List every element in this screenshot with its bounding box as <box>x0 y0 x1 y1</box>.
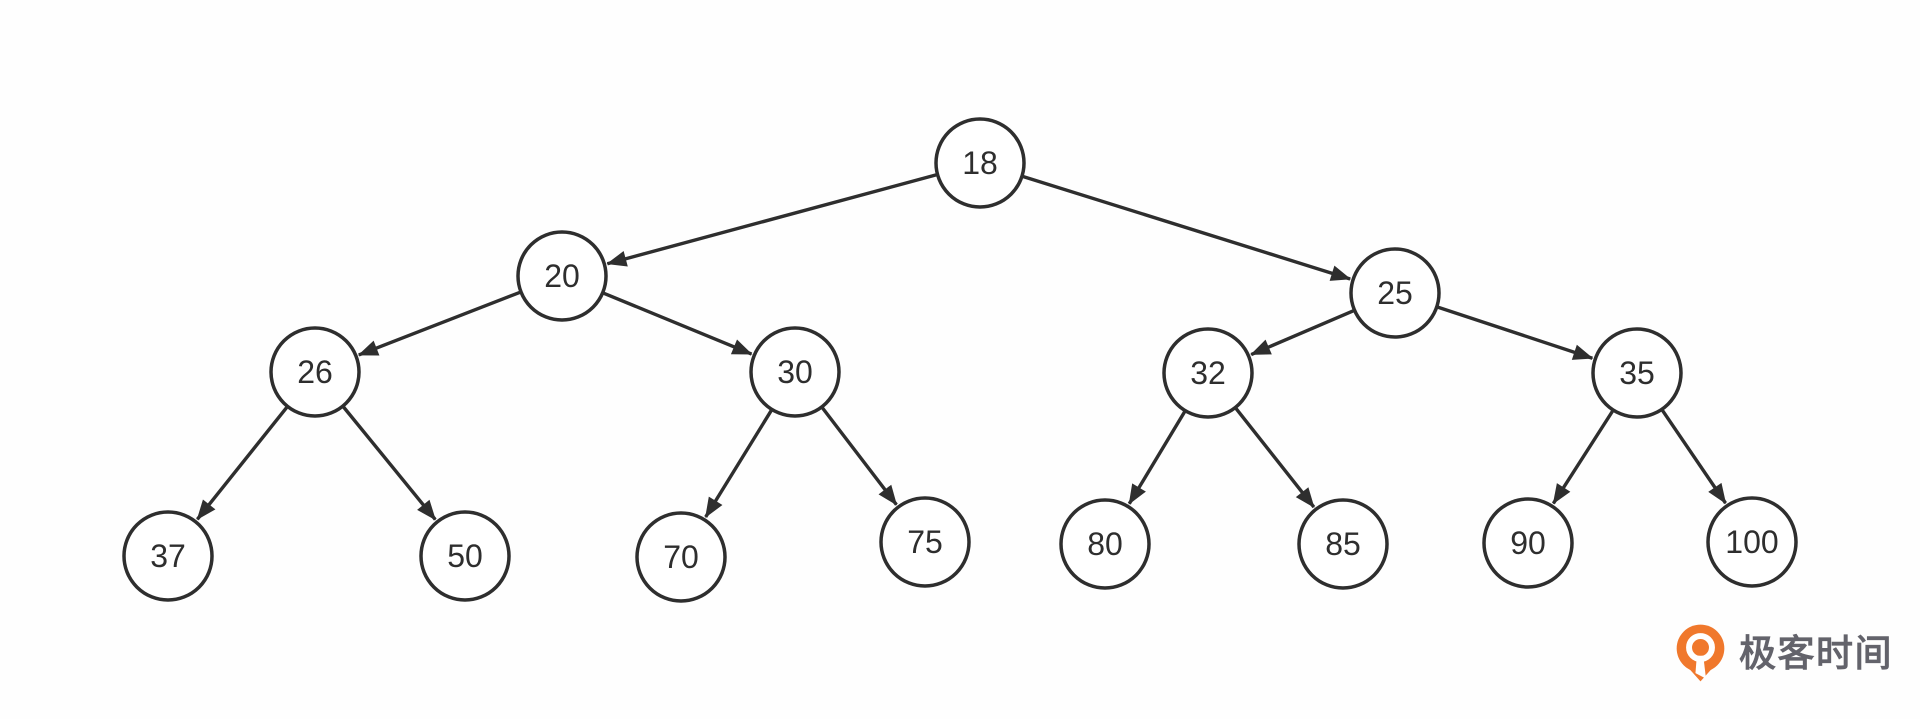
tree-node-18: 18 <box>934 117 1026 209</box>
tree-node-circle <box>269 326 361 418</box>
tree-edge-20-26 <box>357 290 521 357</box>
tree-node-30: 30 <box>749 326 841 418</box>
tree-edge-32-85 <box>1234 407 1316 509</box>
tree-edge-30-75 <box>820 406 898 506</box>
tree-edge-35-90 <box>1551 409 1615 505</box>
tree-node-circle <box>516 230 608 322</box>
tree-node-circle <box>635 511 727 603</box>
tree-node-label: 20 <box>544 258 580 294</box>
tree-node-26: 26 <box>269 326 361 418</box>
tree-node-label: 35 <box>1619 355 1655 391</box>
tree-node-label: 18 <box>962 145 998 181</box>
tree-edge-30-70 <box>704 409 773 518</box>
tree-node-circle <box>1297 498 1389 590</box>
tree-node-label: 32 <box>1190 355 1226 391</box>
tree-node-label: 50 <box>447 538 483 574</box>
tree-edge-25-32 <box>1250 309 1355 357</box>
tree-node-label: 80 <box>1087 526 1123 562</box>
tree-node-circle <box>1162 327 1254 419</box>
tree-node-100: 100 <box>1706 496 1798 588</box>
tree-node-label: 90 <box>1510 525 1546 561</box>
tree-node-label: 25 <box>1377 275 1413 311</box>
tree-node-label: 70 <box>663 539 699 575</box>
tree-node-35: 35 <box>1591 327 1683 419</box>
tree-node-circle <box>122 510 214 602</box>
tree-node-80: 80 <box>1059 498 1151 590</box>
tree-node-50: 50 <box>419 510 511 602</box>
tree-node-label: 37 <box>150 538 186 574</box>
tree-node-32: 32 <box>1162 327 1254 419</box>
tree-node-label: 30 <box>777 354 813 390</box>
tree-node-circle <box>419 510 511 602</box>
tree-node-label: 85 <box>1325 526 1361 562</box>
tree-node-circle <box>1482 497 1574 589</box>
tree-node-circle <box>934 117 1026 209</box>
tree-node-circle <box>1591 327 1683 419</box>
tree-node-75: 75 <box>879 496 971 588</box>
geektime-logo-icon <box>1676 624 1725 682</box>
tree-node-90: 90 <box>1482 497 1574 589</box>
tree-node-label: 75 <box>907 524 943 560</box>
tree-node-25: 25 <box>1349 247 1441 339</box>
tree-node-20: 20 <box>516 230 608 322</box>
tree-node-circle <box>1706 496 1798 588</box>
tree-node-circle <box>749 326 841 418</box>
tree-node-circle <box>879 496 971 588</box>
brand-name: 极客时间 <box>1739 632 1893 674</box>
tree-edge-26-37 <box>196 406 289 521</box>
tree-node-37: 37 <box>122 510 214 602</box>
brand-watermark: 极客时间 <box>1673 623 1893 683</box>
tree-node-label: 26 <box>297 354 333 390</box>
tree-edge-18-25 <box>1022 174 1352 281</box>
tree-edge-25-35 <box>1437 305 1594 360</box>
tree-edge-18-20 <box>606 173 938 267</box>
tree-node-70: 70 <box>635 511 727 603</box>
tree-node-circle <box>1349 247 1441 339</box>
tree-edge-26-50 <box>342 405 437 521</box>
tree-edge-32-80 <box>1127 410 1187 505</box>
tree-edge-35-100 <box>1660 409 1727 505</box>
tree-node-circle <box>1059 498 1151 590</box>
tree-edge-20-30 <box>602 291 753 356</box>
tree-node-label: 100 <box>1725 524 1778 560</box>
tree-node-85: 85 <box>1297 498 1389 590</box>
